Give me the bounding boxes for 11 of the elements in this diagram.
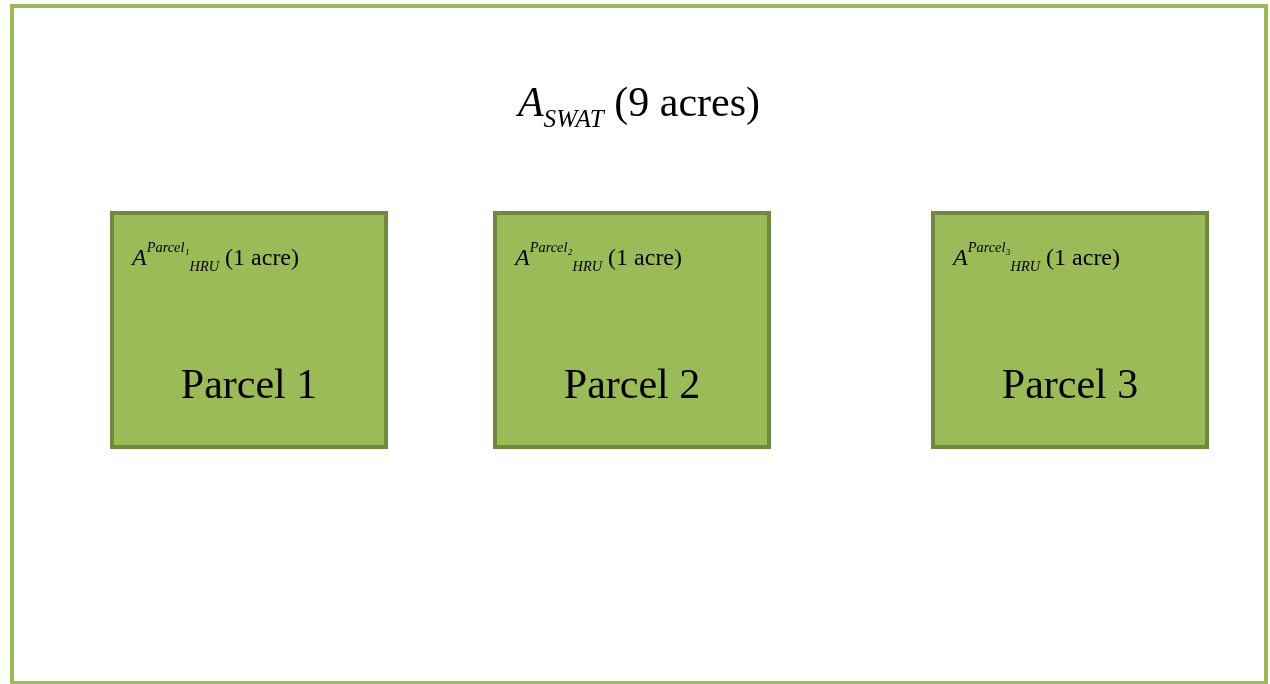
parcel-box bbox=[493, 211, 771, 449]
parcel-name: Parcel 3 bbox=[1001, 360, 1139, 408]
area-label: A$^{Parcel₃}$$_{HRU}$ (1 acre) bbox=[953, 239, 1120, 276]
parcel-name: Parcel 2 bbox=[563, 360, 701, 408]
area-label: A$^{Parcel₁}$$_{HRU}$ (1 acre) bbox=[132, 239, 299, 276]
parcel-name: Parcel 1 bbox=[180, 360, 318, 408]
area-label: A$^{Parcel₂}$$_{HRU}$ (1 acre) bbox=[515, 239, 682, 276]
parcel-box bbox=[110, 211, 388, 449]
area-box bbox=[10, 4, 1268, 684]
parcel-box bbox=[931, 211, 1209, 449]
area-title: A$_{SWAT}$ (9 acres) bbox=[517, 78, 761, 134]
